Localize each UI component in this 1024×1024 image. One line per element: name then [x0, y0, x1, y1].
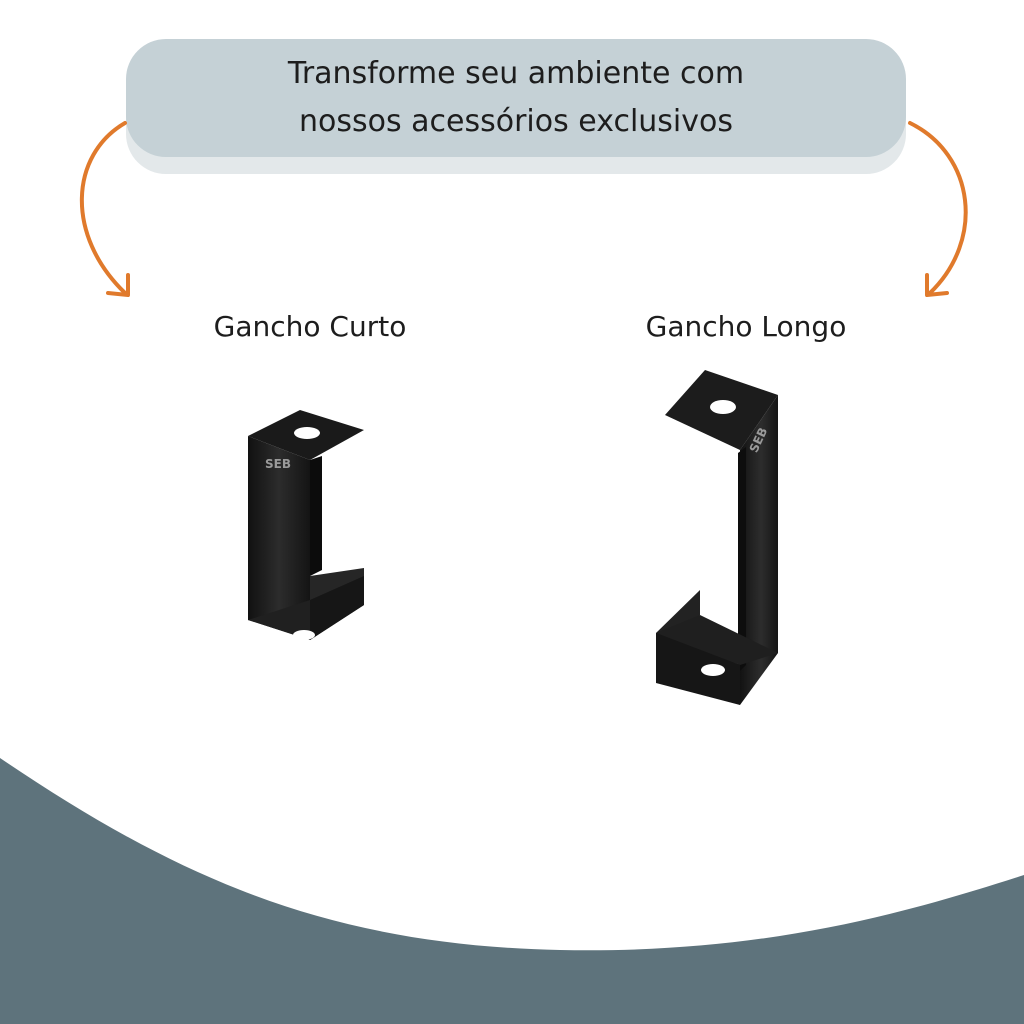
curved-arrow-right-icon	[908, 121, 968, 297]
headline-line-1: Transforme seu ambiente com	[287, 56, 745, 91]
headline-banner: Transforme seu ambiente com nossos acess…	[126, 39, 906, 157]
product-label-short-hook: Gancho Curto	[213, 310, 407, 343]
decorative-wave	[0, 758, 1024, 1024]
headline-line-2: nossos acessórios exclusivos	[299, 104, 733, 139]
short-hook-stamp: SEB	[265, 457, 291, 471]
long-hook-image: SEB	[656, 370, 778, 705]
product-label-long-hook: Gancho Longo	[645, 310, 847, 343]
curved-arrow-left-icon	[79, 121, 130, 297]
short-hook-image: SEB	[248, 410, 364, 640]
